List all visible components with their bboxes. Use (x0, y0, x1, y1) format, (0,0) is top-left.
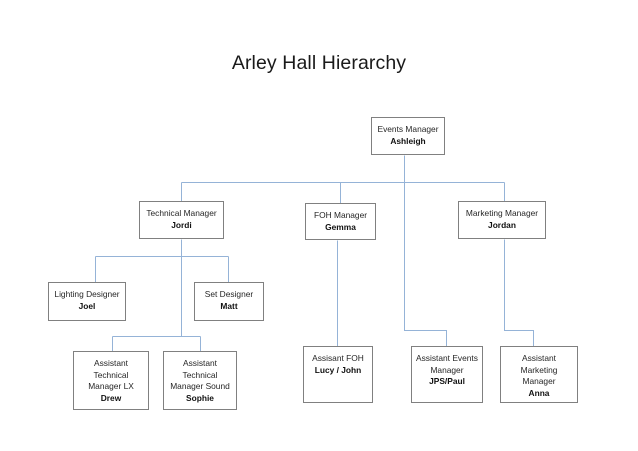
node-marketing-manager[interactable]: Marketing Manager Jordan (458, 201, 546, 239)
node-person: JPS/Paul (429, 376, 465, 387)
node-role: FOH Manager (313, 210, 368, 220)
node-technical-manager[interactable]: Technical Manager Jordi (139, 201, 224, 239)
edge-events-to-assistant-events (403, 155, 448, 347)
node-foh-manager[interactable]: FOH Manager Gemma (305, 203, 376, 240)
node-role: Assistant Technical Manager LX (88, 358, 134, 392)
node-role: Technical Manager (146, 208, 217, 218)
node-lighting-designer[interactable]: Lighting Designer Joel (48, 282, 126, 321)
node-person: Jordi (171, 219, 192, 230)
node-person: Matt (220, 300, 238, 311)
node-events-manager[interactable]: Events Manager Ashleigh (371, 117, 445, 155)
node-person: Lucy / John (314, 364, 362, 375)
node-person: Drew (100, 392, 122, 403)
node-role: Events Manager (377, 124, 439, 134)
node-role: Marketing Manager (465, 208, 539, 218)
node-assistant-marketing-manager[interactable]: Assistant Marketing Manager Anna (500, 346, 578, 403)
node-person: Joel (78, 300, 96, 311)
edge-marketing-to-assistant-marketing (503, 239, 535, 347)
node-role: Lighting Designer (54, 289, 120, 299)
node-assistant-events-manager[interactable]: Assistant Events Manager JPS/Paul (411, 346, 483, 403)
node-person: Anna (528, 387, 550, 398)
node-role: Assistant Marketing Manager (520, 353, 558, 387)
node-role: Set Designer (204, 289, 254, 299)
node-person: Ashleigh (390, 135, 426, 146)
node-set-designer[interactable]: Set Designer Matt (194, 282, 264, 321)
node-assistant-technical-manager-lx[interactable]: Assistant Technical Manager LX Drew (73, 351, 149, 410)
node-assisant-foh[interactable]: Assisant FOH Lucy / John (303, 346, 373, 403)
node-person: Sophie (186, 392, 214, 403)
page-title: Arley Hall Hierarchy (231, 52, 407, 74)
node-person: Jordan (488, 219, 516, 230)
node-role: Assistant Events Manager (416, 353, 478, 375)
node-role: Assistant Technical Manager Sound (170, 358, 230, 392)
node-assistant-technical-manager-sound[interactable]: Assistant Technical Manager Sound Sophie (163, 351, 237, 410)
node-person: Gemma (325, 221, 356, 232)
node-role: Assisant FOH (312, 353, 364, 363)
